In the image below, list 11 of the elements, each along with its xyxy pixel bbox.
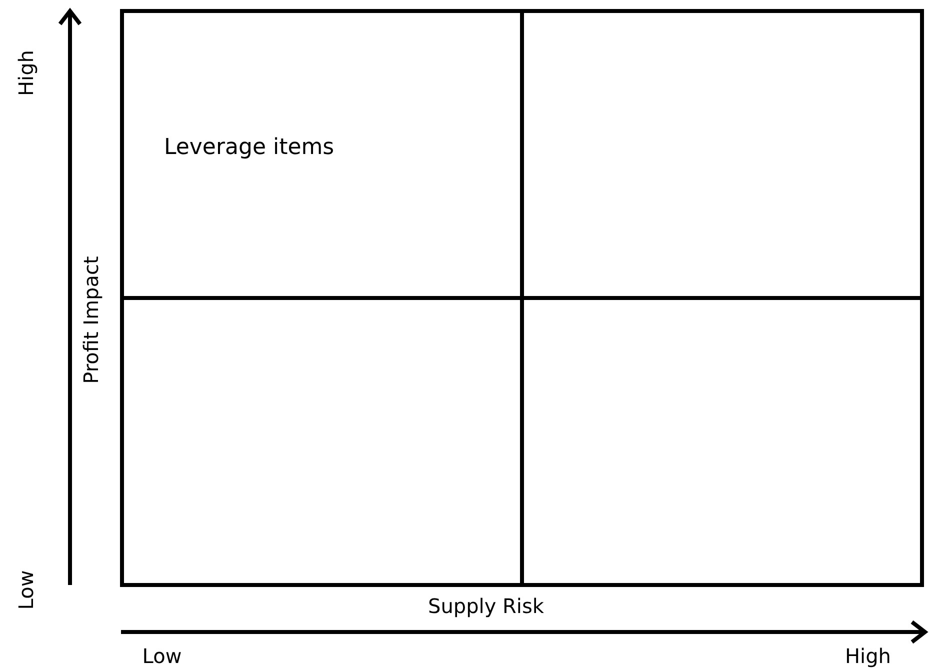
quadrant-box [124, 298, 522, 583]
axis-end-label: High [845, 646, 891, 666]
quadrant-label: Leverage items [164, 134, 334, 162]
axis-end-label: High [16, 50, 36, 96]
quadrant-box [124, 13, 522, 298]
quadrant-box [522, 298, 920, 583]
axis-title: Profit Impact [81, 256, 101, 384]
axis-title: Supply Risk [428, 596, 544, 616]
axis-end-label: Low [16, 570, 36, 610]
axis-end-label: Low [142, 646, 182, 666]
quadrant-box [522, 13, 920, 298]
